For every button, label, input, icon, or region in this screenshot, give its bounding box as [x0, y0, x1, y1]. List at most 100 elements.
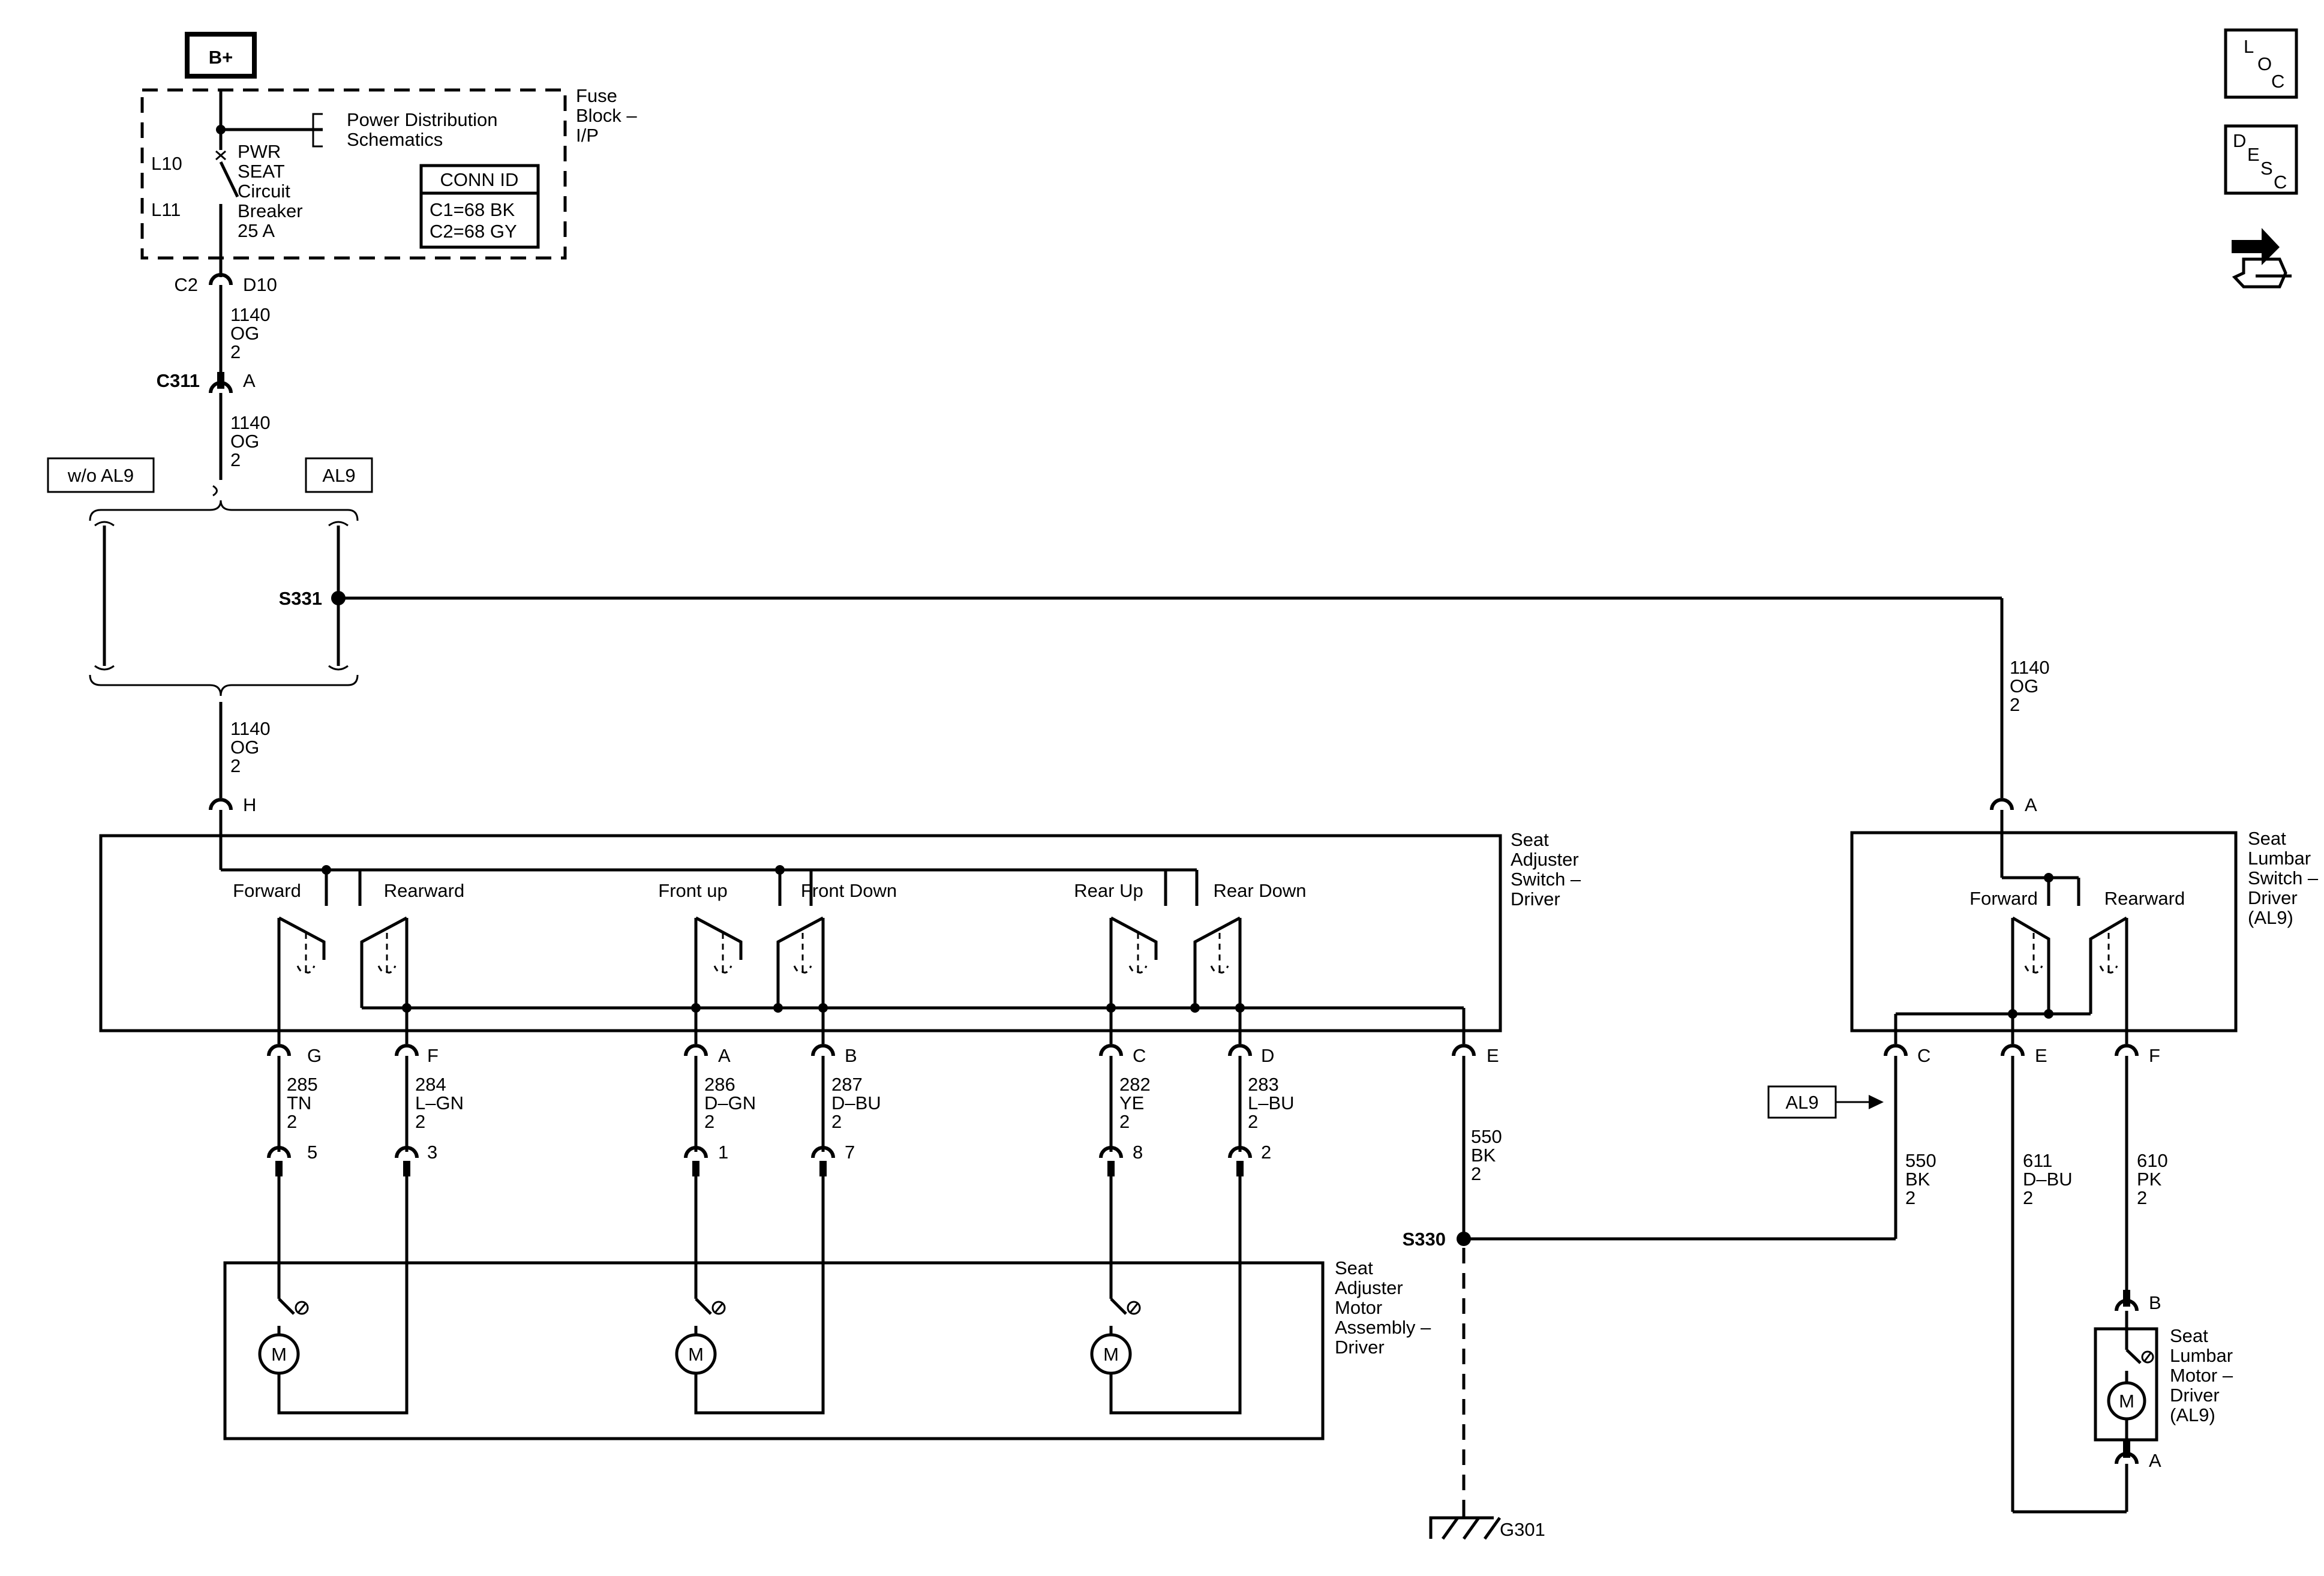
- svg-text:L–GN: L–GN: [415, 1092, 464, 1113]
- location-l10: L10: [151, 153, 182, 174]
- svg-text:CONN ID: CONN ID: [440, 169, 519, 190]
- lumbar-pin-f-label: F: [2149, 1045, 2160, 1066]
- svg-text:PWR: PWR: [238, 141, 281, 162]
- svg-text:550: 550: [1471, 1126, 1502, 1147]
- svg-text:O: O: [2257, 53, 2272, 74]
- connector-d10-label: D10: [243, 274, 277, 295]
- pin-f-label: F: [427, 1045, 439, 1066]
- svg-text:2: 2: [230, 755, 241, 776]
- svg-text:E: E: [2247, 144, 2260, 165]
- svg-text:OG: OG: [2010, 676, 2038, 697]
- svg-text:1140: 1140: [230, 718, 271, 739]
- option-brace-top: [89, 500, 359, 521]
- seat-adjuster-switch-box: [99, 834, 1502, 1032]
- motor-front-vertical: M: [675, 1176, 825, 1415]
- switch-contact-rear-down: [1193, 916, 1242, 1008]
- location-view-icon[interactable]: L O C: [2224, 28, 2298, 99]
- svg-text:D–BU: D–BU: [831, 1092, 881, 1113]
- svg-text:Seat: Seat: [1335, 1257, 1373, 1278]
- svg-text:L–BU: L–BU: [1248, 1092, 1295, 1113]
- svg-text:Circuit: Circuit: [238, 181, 290, 202]
- motor-pin-8: 8: [1133, 1142, 1143, 1163]
- motor-pin-7: 7: [845, 1142, 855, 1163]
- svg-text:285: 285: [287, 1074, 318, 1095]
- seat-lumbar-switch-label: Seat Lumbar Switch – Driver (AL9): [2248, 828, 2319, 928]
- svg-text:550: 550: [1905, 1150, 1936, 1171]
- svg-text:(AL9): (AL9): [2170, 1404, 2215, 1425]
- svg-text:M: M: [688, 1344, 704, 1365]
- switch-contact-forward: [277, 916, 326, 1014]
- svg-text:w/o AL9: w/o AL9: [67, 465, 134, 486]
- seat-switch-pins: [267, 960, 1476, 1056]
- svg-text:Adjuster: Adjuster: [1511, 849, 1579, 870]
- switch-label-forward: Forward: [233, 880, 301, 901]
- battery-label: B+: [185, 32, 257, 79]
- svg-text:2: 2: [230, 341, 241, 362]
- svg-text:D–GN: D–GN: [704, 1092, 756, 1113]
- motor-rear-vertical: M: [1090, 1176, 1242, 1415]
- motor-fore-aft: M: [258, 1176, 409, 1415]
- pin-b-label: B: [845, 1045, 857, 1066]
- lumbar-label-rearward: Rearward: [2104, 888, 2185, 909]
- svg-text:Assembly –: Assembly –: [1335, 1317, 1431, 1338]
- svg-text:2: 2: [287, 1111, 297, 1132]
- svg-text:Driver: Driver: [1511, 888, 1560, 909]
- svg-text:C: C: [2274, 172, 2287, 193]
- option-al9: AL9: [305, 457, 373, 493]
- svg-text:D–BU: D–BU: [2023, 1169, 2073, 1190]
- svg-text:Seat: Seat: [2248, 828, 2286, 849]
- motor-pin-2: 2: [1261, 1142, 1271, 1163]
- fuse-block-label-1: Fuse: [576, 85, 617, 106]
- lumbar-motor: M: [2107, 1311, 2154, 1440]
- schematics-ref[interactable]: Schematics: [347, 129, 443, 150]
- pin-h-label: H: [243, 794, 256, 815]
- connector-lumbar-motor-a: [2115, 1452, 2139, 1464]
- motor-pin-5: 5: [307, 1142, 317, 1163]
- switch-contact-rear-up: [1109, 916, 1158, 1008]
- switch-label-rear-up: Rear Up: [1074, 880, 1143, 901]
- wire-label-1140-d: 1140 OG 2: [2010, 657, 2050, 715]
- connector-lumbar-a: [1990, 798, 2014, 810]
- seat-adjuster-switch-label: Seat Adjuster Switch – Driver: [1511, 829, 1581, 909]
- switch-contact-front-up: [694, 916, 743, 1008]
- conn-id-table: CONN ID C1=68 BK C2=68 GY: [419, 164, 540, 249]
- svg-text:Seat: Seat: [1511, 829, 1549, 850]
- svg-text:M: M: [2119, 1391, 2134, 1412]
- wire-label-1140-b: 1140 OG 2: [230, 412, 271, 470]
- svg-text:25 A: 25 A: [238, 220, 275, 241]
- lumbar-label-forward: Forward: [1969, 888, 2038, 909]
- switch-label-rear-down: Rear Down: [1213, 880, 1306, 901]
- svg-text:284: 284: [415, 1074, 446, 1095]
- svg-text:1140: 1140: [2010, 657, 2050, 678]
- pin-a-label: A: [718, 1045, 731, 1066]
- svg-text:2: 2: [1119, 1111, 1130, 1132]
- option-without-al9: w/o AL9: [47, 457, 155, 493]
- description-view-icon[interactable]: D E S C: [2224, 124, 2298, 195]
- motor-pin-3: 3: [427, 1142, 437, 1163]
- svg-text:OG: OG: [230, 737, 259, 758]
- svg-text:L: L: [2244, 36, 2254, 57]
- svg-text:Driver: Driver: [2170, 1385, 2220, 1406]
- navigation-icon[interactable]: [2232, 228, 2292, 289]
- svg-text:AL9: AL9: [1785, 1092, 1818, 1113]
- seat-lumbar-switch-box: [1850, 831, 2238, 1032]
- switch-label-front-down: Front Down: [801, 880, 897, 901]
- ground-g301-label: G301: [1500, 1519, 1545, 1540]
- circuit-breaker-label: PWR SEAT Circuit Breaker 25 A: [238, 141, 303, 241]
- seat-adjuster-motor-box: [223, 1261, 1325, 1440]
- lumbar-switch-pins: [1884, 1044, 2139, 1056]
- wire-label-1140-c: 1140 OG 2: [230, 718, 271, 776]
- connector-c311: [209, 381, 233, 394]
- fuse-block-label-2: Block –: [576, 105, 637, 126]
- power-distribution-ref[interactable]: Power Distribution: [347, 109, 498, 130]
- switch-contact-rearward: [360, 916, 409, 1008]
- svg-text:OG: OG: [230, 323, 259, 344]
- lumbar-pin-e-label: E: [2035, 1045, 2047, 1066]
- svg-text:Adjuster: Adjuster: [1335, 1277, 1403, 1298]
